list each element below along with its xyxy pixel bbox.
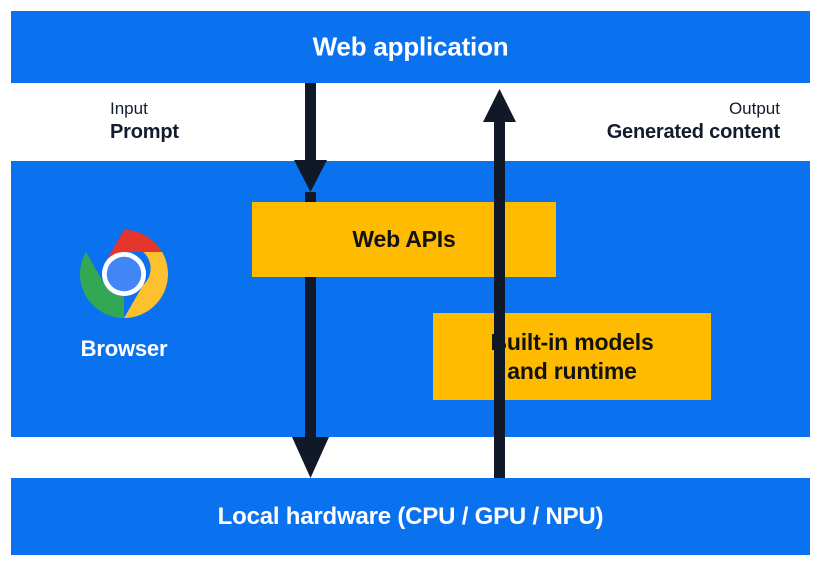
output-flow-kind: Output	[728, 99, 780, 118]
band-web-application-label: Web application	[312, 31, 509, 62]
input-flow-value: Prompt	[110, 120, 179, 143]
output-flow-label: Output Generated content	[606, 98, 781, 145]
band-web-application: Web application	[11, 11, 810, 83]
input-flow-kind: Input	[110, 99, 148, 118]
box-web-apis-label: Web APIs	[352, 226, 456, 253]
browser-group: Browser	[60, 228, 188, 362]
band-local-hardware-label: Local hardware (CPU / GPU / NPU)	[217, 502, 604, 530]
box-built-in-models-label: Built-in models and runtime	[490, 329, 654, 384]
band-local-hardware: Local hardware (CPU / GPU / NPU)	[11, 478, 810, 555]
input-flow-label: Input Prompt	[110, 98, 179, 145]
box-built-in-models[interactable]: Built-in models and runtime	[433, 313, 711, 400]
output-flow-value: Generated content	[606, 120, 781, 143]
chrome-logo-icon	[79, 229, 169, 319]
box-web-apis[interactable]: Web APIs	[252, 202, 556, 277]
browser-label: Browser	[80, 336, 168, 361]
